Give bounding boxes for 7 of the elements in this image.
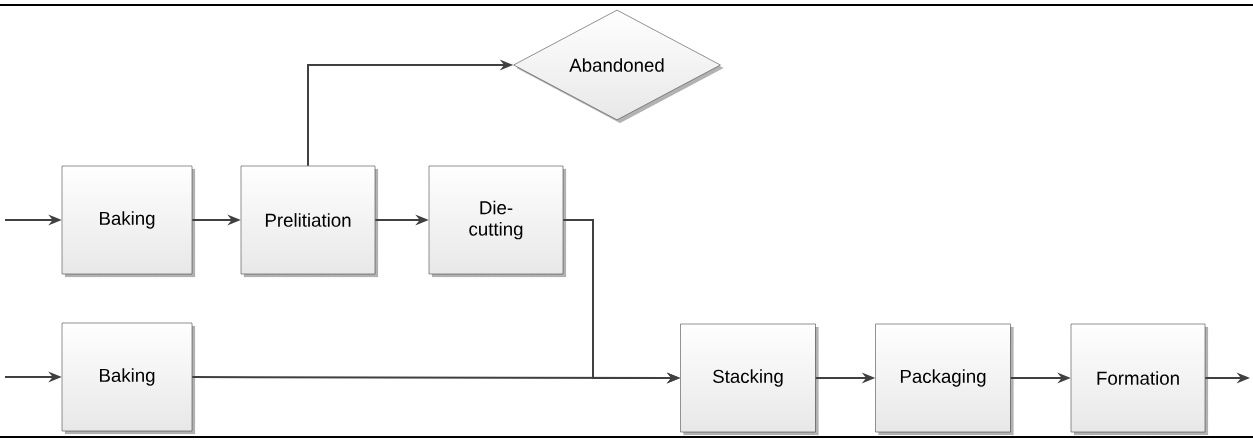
process-box: Stacking [680, 323, 819, 436]
process-box: Baking [61, 165, 196, 278]
process-box: Formation [1070, 323, 1209, 436]
process-box: Die-cutting [428, 165, 567, 278]
process-box: Packaging [875, 323, 1014, 436]
process-box: Prelitiation [240, 165, 379, 278]
process-box: Baking [61, 322, 196, 435]
